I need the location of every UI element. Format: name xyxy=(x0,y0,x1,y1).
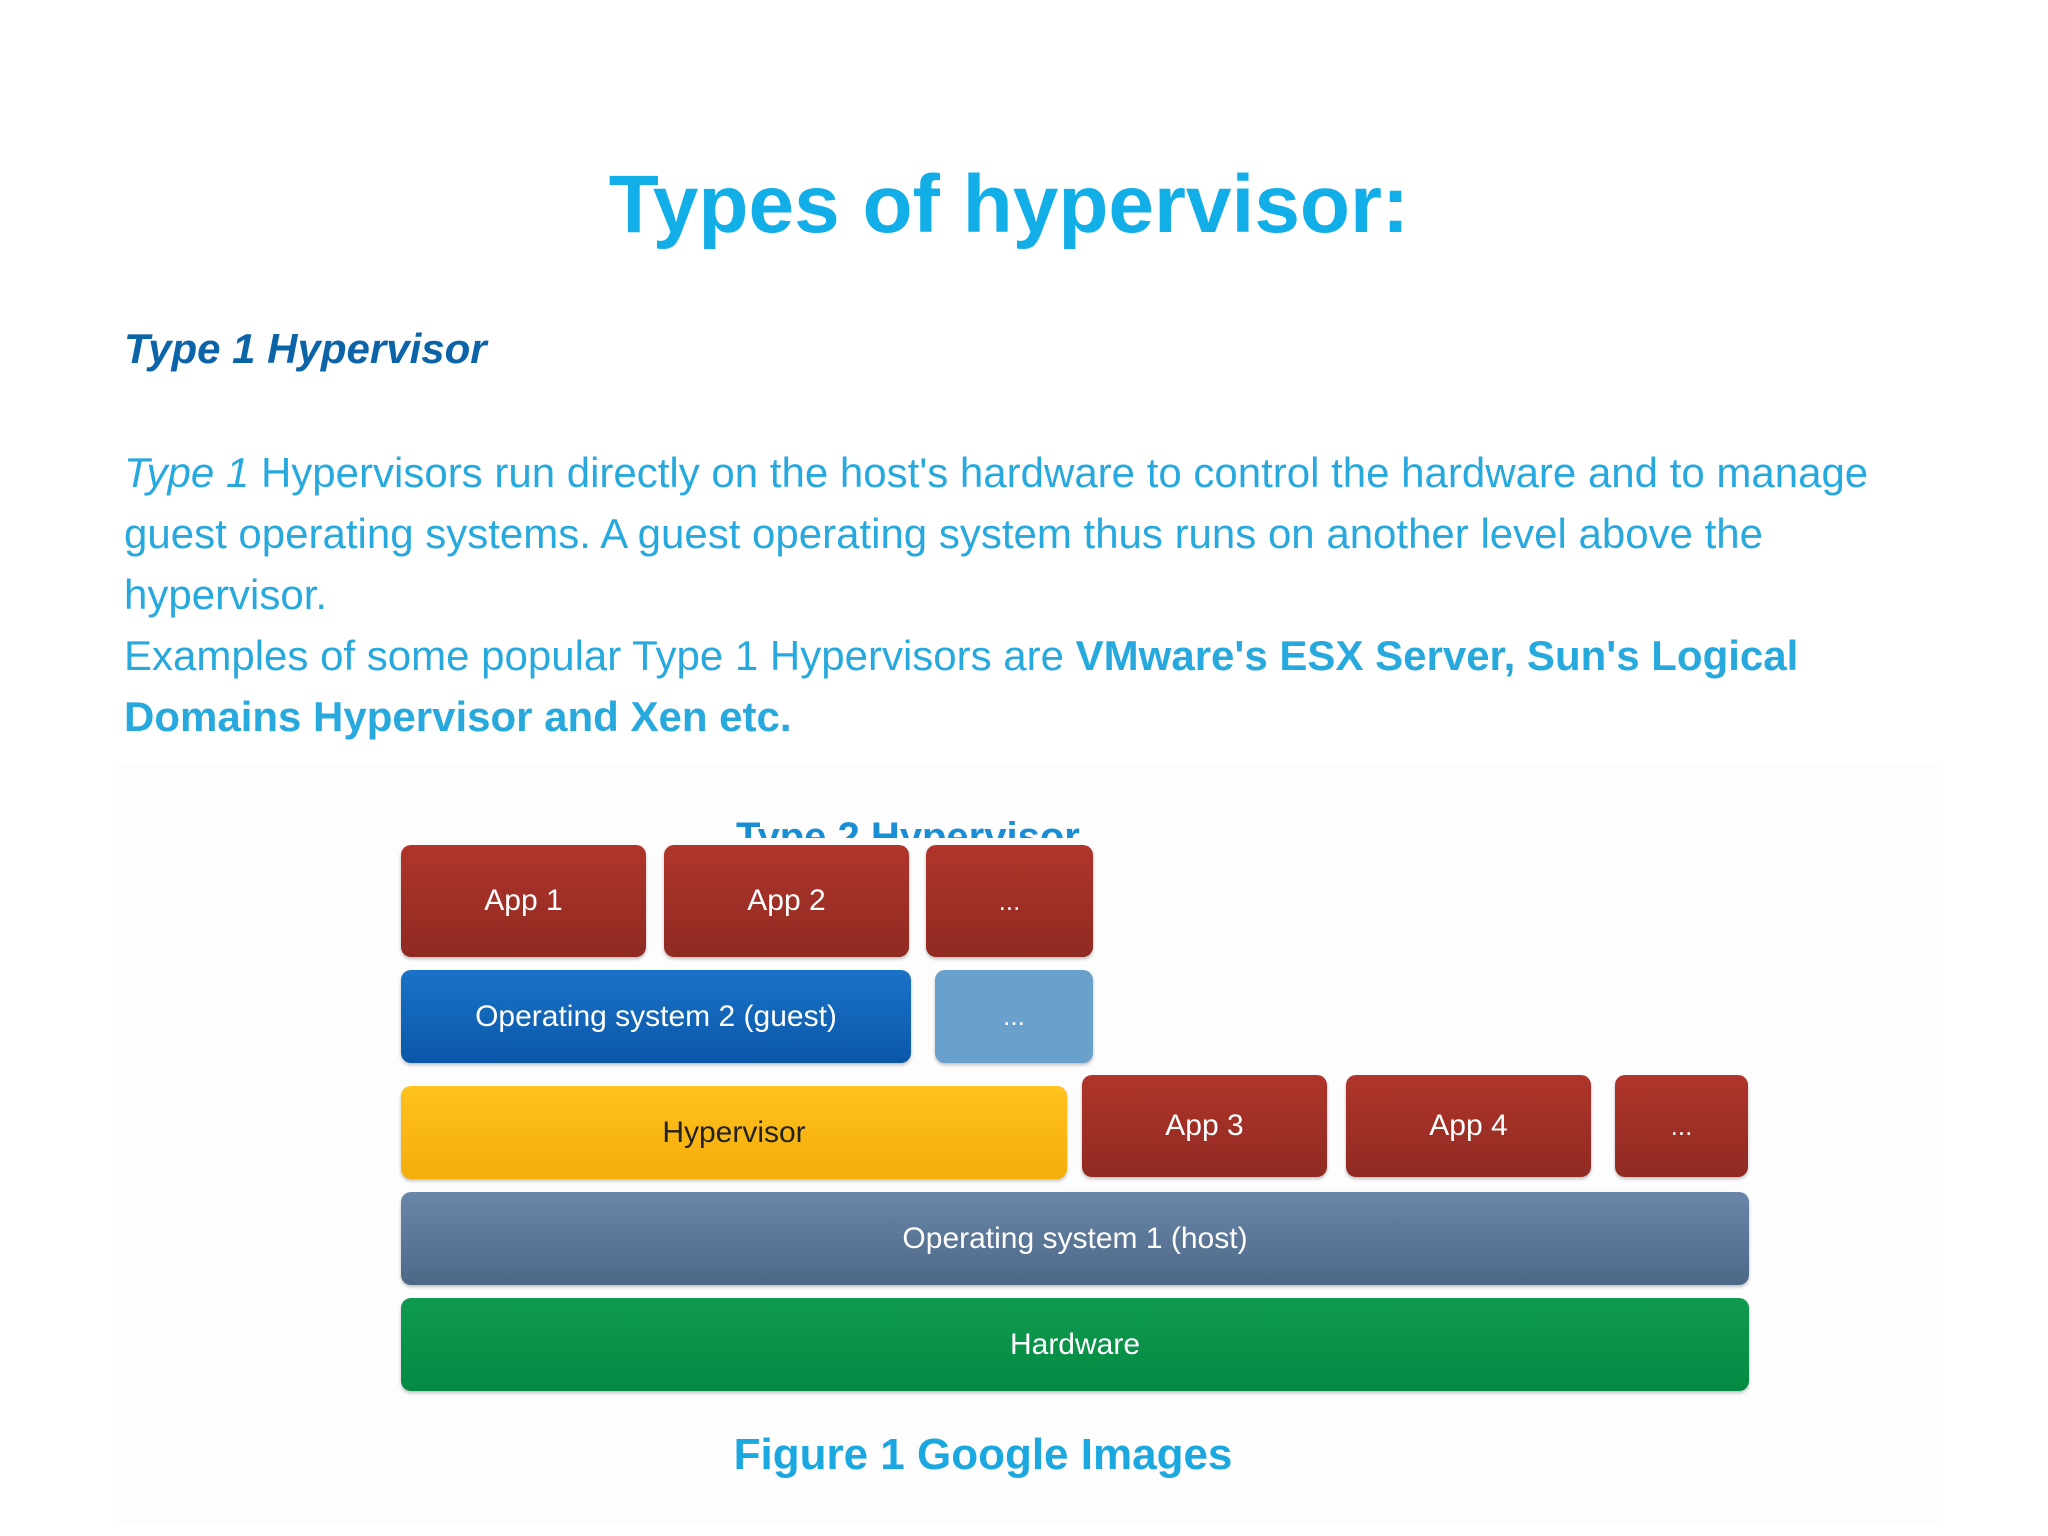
partial-heading-type2: Type 2 Hypervisor xyxy=(736,815,1080,838)
section-heading-type1: Type 1 Hypervisor xyxy=(124,325,487,372)
slide-title: Types of hypervisor: xyxy=(608,159,1410,250)
guest-app-more-block: ... xyxy=(926,845,1093,957)
examples-list: VMware's ESX Server, Sun's Logical Domai… xyxy=(124,632,1799,740)
figure-caption: Figure 1 Google Images xyxy=(733,1430,1233,1479)
hypervisor-block: Hypervisor xyxy=(401,1086,1067,1179)
host-app-block: App 3 xyxy=(1082,1075,1327,1177)
examples-intro: Examples of some popular Type 1 Hypervis… xyxy=(124,632,1076,679)
type1-emphasis: Type 1 xyxy=(124,449,250,496)
guest-os-block: Operating system 2 (guest) xyxy=(401,970,911,1063)
host-app-more-block: ... xyxy=(1615,1075,1748,1177)
guest-app-block: App 1 xyxy=(401,845,646,957)
type1-description-text: Hypervisors run directly on the host's h… xyxy=(124,449,1869,618)
host-app-block: App 4 xyxy=(1346,1075,1591,1177)
guest-os-more-block: ... xyxy=(935,970,1093,1063)
guest-app-block: App 2 xyxy=(664,845,909,957)
body-text: Type 1 Hypervisors run directly on the h… xyxy=(124,442,1914,747)
host-os-block: Operating system 1 (host) xyxy=(401,1192,1749,1285)
paragraph-type1-description: Type 1 Hypervisors run directly on the h… xyxy=(124,442,1914,625)
hardware-block: Hardware xyxy=(401,1298,1749,1391)
paragraph-examples: Examples of some popular Type 1 Hypervis… xyxy=(124,625,1914,747)
